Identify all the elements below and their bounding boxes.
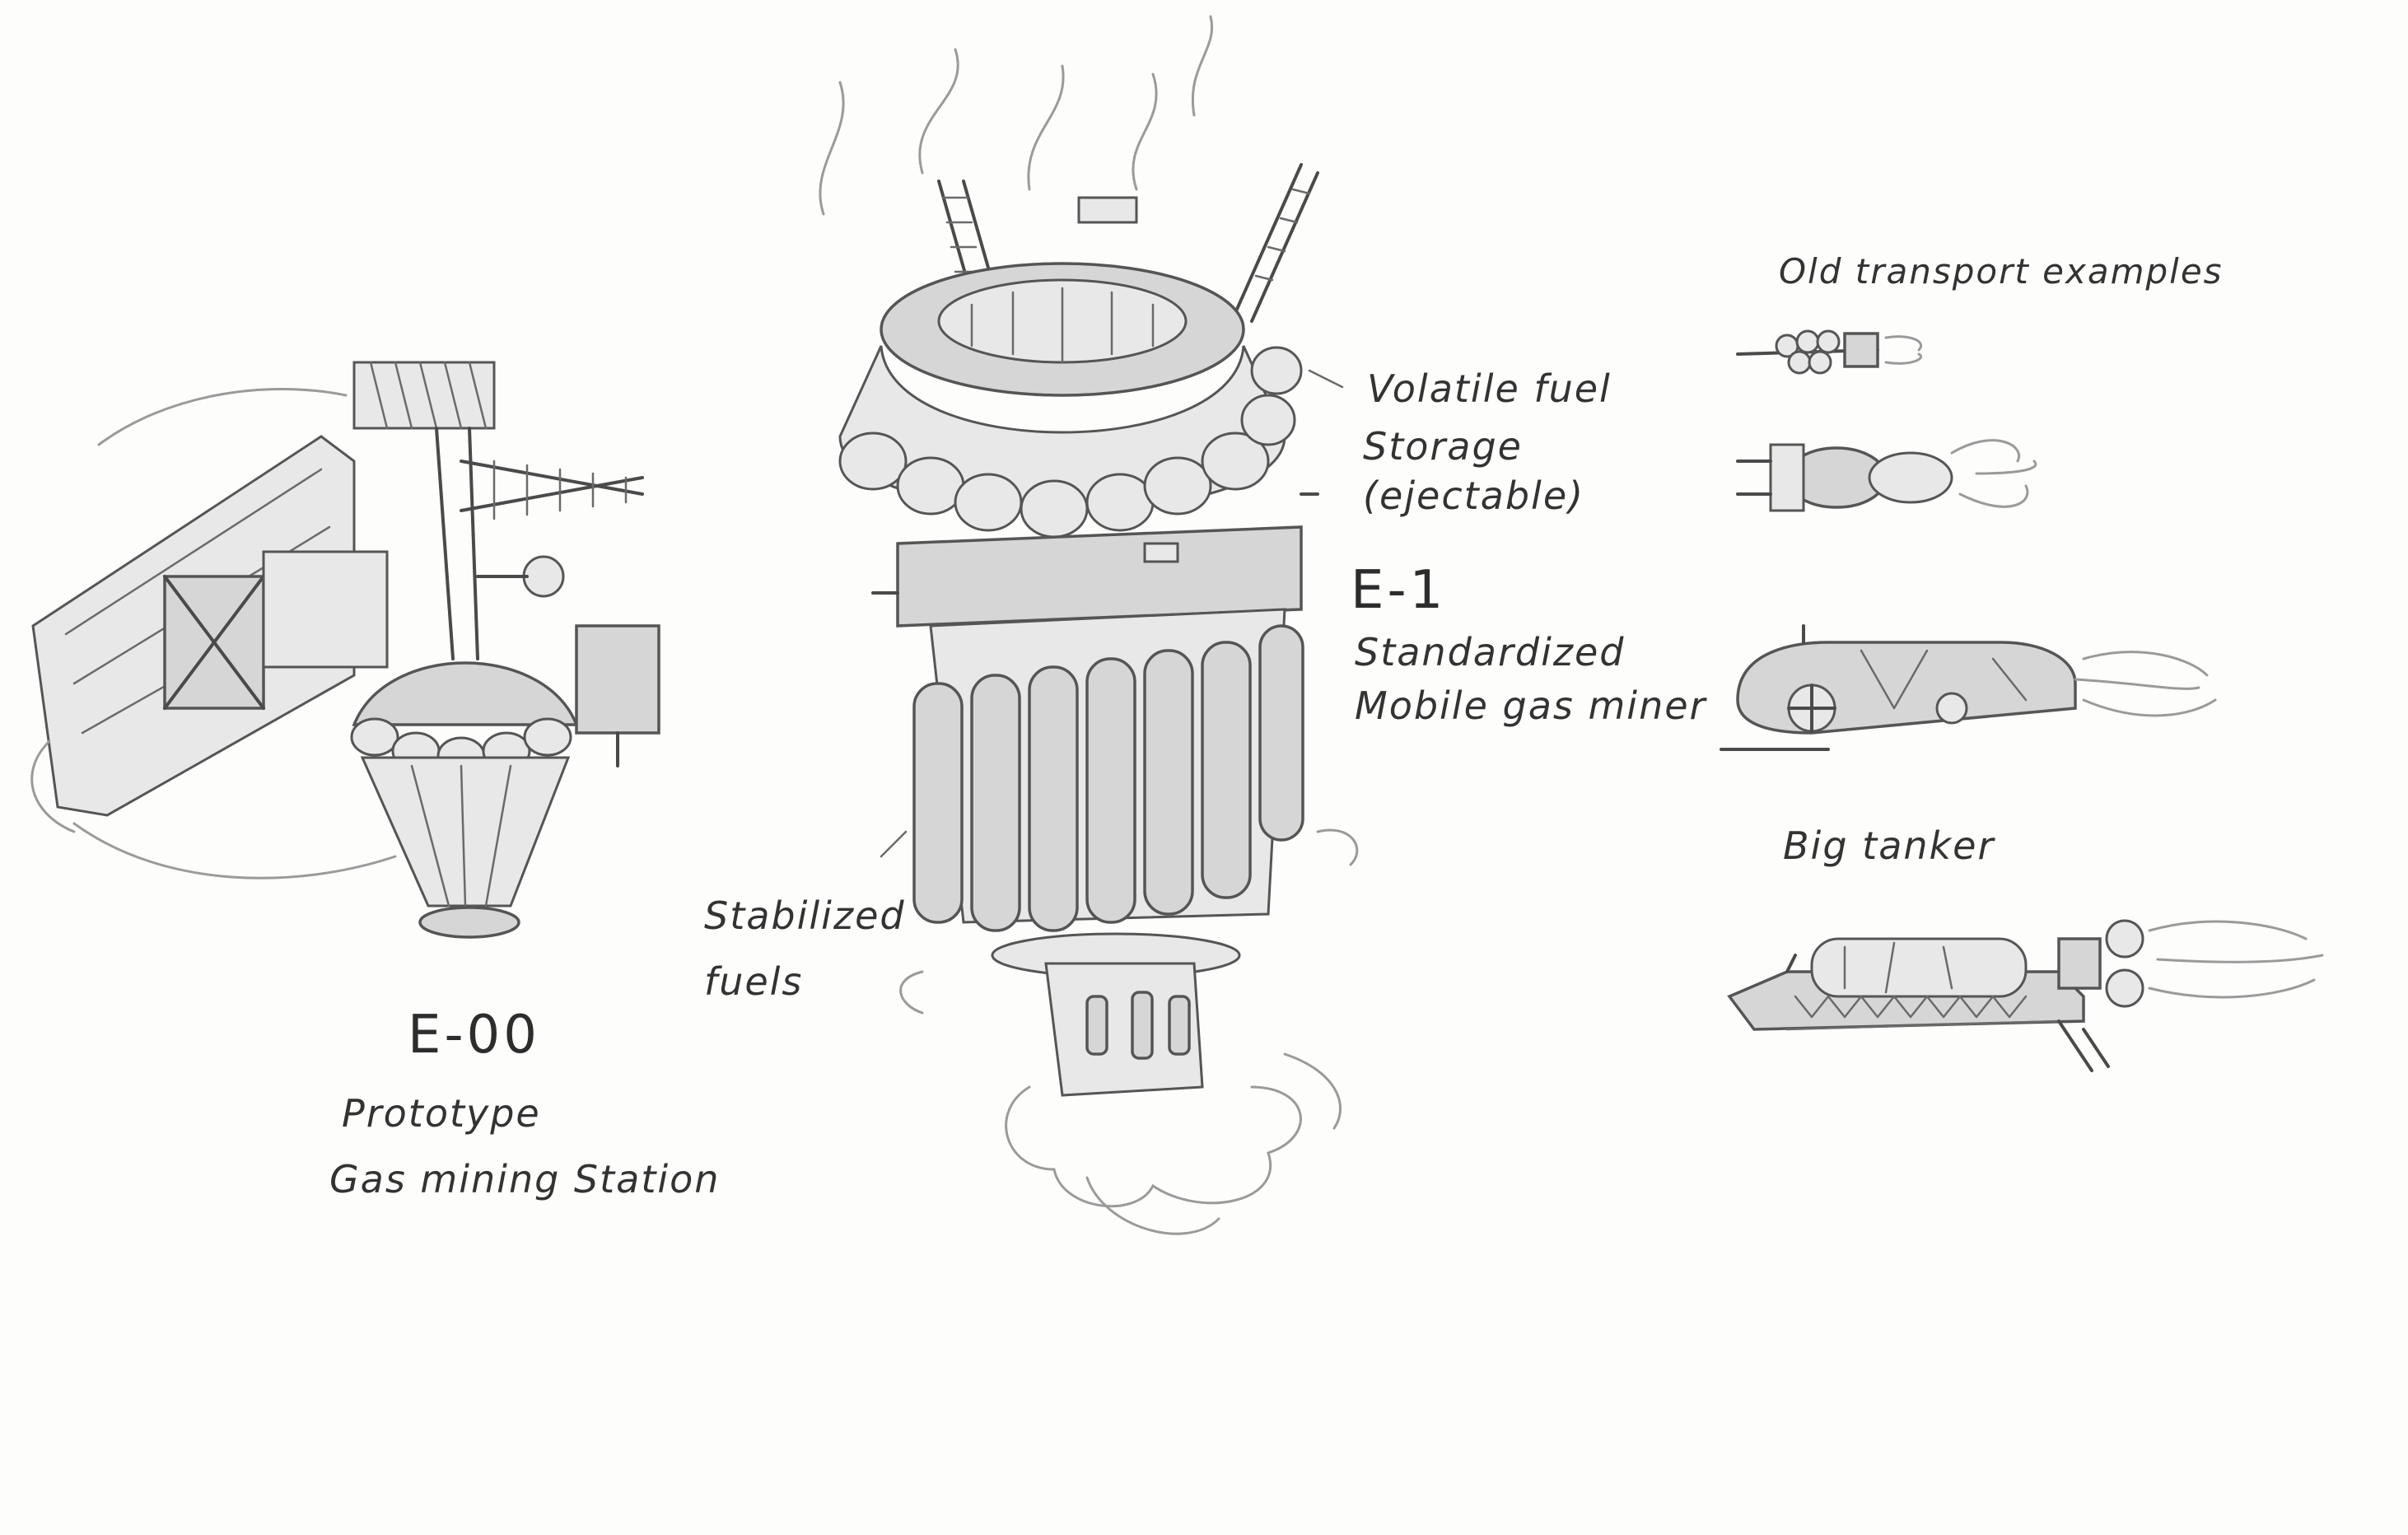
volatile-fuel-label-line3: (ejectable): [1363, 474, 1585, 518]
volatile-fuel-label-line2: Storage: [1363, 424, 1523, 469]
transport-1-drawing: [1736, 329, 1922, 375]
e00-subtitle-line1: Prototype: [342, 1091, 541, 1136]
e1-subtitle-line2: Mobile gas miner: [1355, 684, 1707, 728]
e00-title: E-00: [408, 1005, 540, 1066]
transport-3-drawing: [1720, 624, 2217, 751]
old-transport-heading: Old transport examples: [1779, 251, 2224, 292]
e00-subtitle-line2: Gas mining Station: [329, 1157, 721, 1201]
e1-miner-drawing: [819, 15, 1359, 1235]
stabilized-fuels-label-line1: Stabilized: [704, 893, 906, 938]
e00-station-drawing: [30, 361, 660, 939]
big-tanker-drawing: [1727, 919, 2324, 1072]
transport-2-drawing: [1736, 439, 2037, 512]
stabilized-fuels-label-line2: fuels: [704, 959, 804, 1004]
e1-title: E-1: [1351, 560, 1447, 621]
big-tanker-heading: Big tanker: [1783, 823, 1995, 868]
volatile-fuel-label-line1: Volatile fuel: [1367, 366, 1612, 411]
e1-subtitle-line1: Standardized: [1355, 630, 1626, 674]
